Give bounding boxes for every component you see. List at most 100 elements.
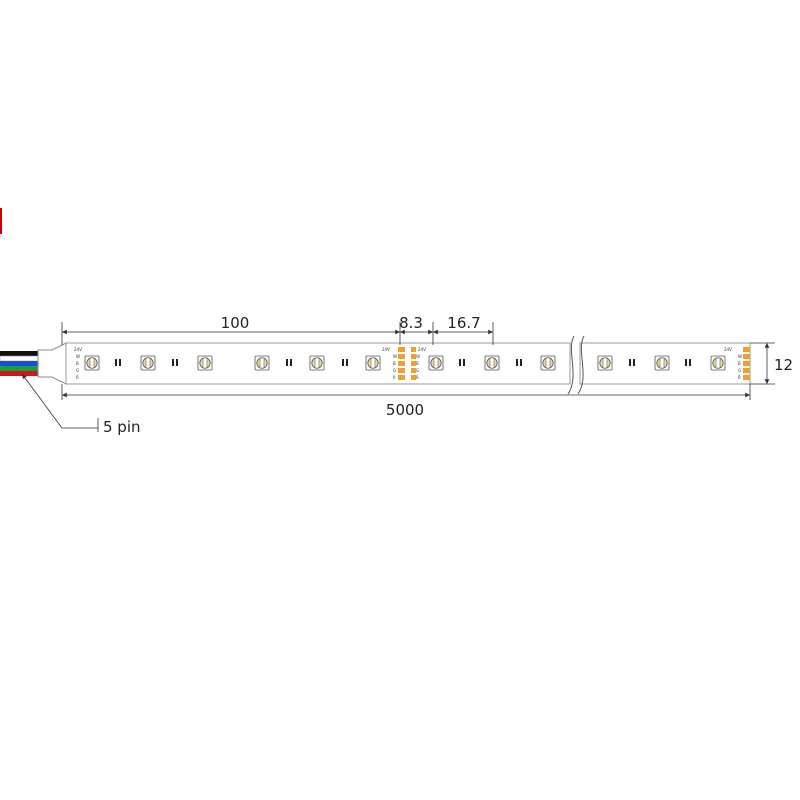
led-die (433, 357, 439, 369)
voltage-label-mid-right: 24V (418, 347, 426, 352)
channel-label: B (76, 361, 79, 366)
channel-label: B (738, 361, 741, 366)
led-chip (84, 355, 100, 371)
resistor (346, 359, 348, 366)
cut-pad (743, 375, 750, 380)
led-die (259, 357, 265, 369)
resistor (689, 359, 691, 366)
wire-1 (0, 355, 41, 362)
dimension-label-pad-gap: 8.3 (399, 314, 423, 332)
led-chip (597, 355, 613, 371)
wire-bundle (0, 351, 41, 376)
dimension-label-segment: 100 (221, 314, 250, 332)
resistor (629, 359, 631, 366)
led-chip (654, 355, 670, 371)
dimension-8-3: 8.3 (399, 314, 434, 345)
led-chip (710, 355, 726, 371)
channel-label: W (393, 354, 397, 359)
resistor (685, 359, 687, 366)
cut-pad (411, 375, 416, 380)
wire-4 (0, 371, 40, 376)
channel-label: W (76, 354, 80, 359)
resistor (516, 359, 518, 366)
break-mark-left (567, 335, 575, 395)
break-mark-right (577, 335, 585, 395)
voltage-label-end: 24V (724, 347, 732, 352)
strip-body (65, 335, 751, 395)
edge-marker (0, 208, 2, 234)
resistor (176, 359, 178, 366)
wire-3 (0, 366, 40, 371)
led-die (489, 357, 495, 369)
channel-label: B (416, 361, 419, 366)
cut-pad (411, 361, 416, 366)
led-chip (309, 355, 325, 371)
resistor (463, 359, 465, 366)
cut-pad (398, 368, 405, 373)
resistor (459, 359, 461, 366)
channel-label: R (738, 375, 741, 380)
dimension-5000: 5000 (61, 384, 751, 419)
voltage-label-start: 24V (74, 347, 82, 352)
cut-pad (398, 361, 405, 366)
channel-label: G (416, 368, 419, 373)
cut-pad (411, 368, 416, 373)
led-die (545, 357, 551, 369)
resistor (520, 359, 522, 366)
dimension-label-width: 12 (774, 356, 793, 374)
cut-pad (743, 361, 750, 366)
channel-label: R (393, 375, 396, 380)
dimension-12: 12 (750, 342, 793, 385)
led-die (659, 357, 665, 369)
resistor (115, 359, 117, 366)
led-die (370, 357, 376, 369)
cut-pad (398, 354, 405, 359)
cut-pad (398, 347, 405, 352)
cut-pad (743, 354, 750, 359)
dimension-100: 100 (61, 314, 401, 345)
channel-label: W (416, 354, 420, 359)
led-chip (484, 355, 500, 371)
led-chip (365, 355, 381, 371)
led-chip (428, 355, 444, 371)
cut-pad (743, 368, 750, 373)
led-die (715, 357, 721, 369)
callout-label: 5 pin (103, 418, 141, 436)
wire-callout: 5 pin (21, 373, 141, 436)
channel-label: B (393, 361, 396, 366)
led-group (84, 355, 726, 371)
resistor (119, 359, 121, 366)
end-cap (37, 342, 67, 385)
resistor (633, 359, 635, 366)
channel-label: R (416, 375, 419, 380)
led-die (602, 357, 608, 369)
resistor (290, 359, 292, 366)
resistor-group (115, 359, 691, 366)
cut-pad (743, 347, 750, 352)
wire-0 (0, 351, 40, 356)
resistor (342, 359, 344, 366)
cut-pads (398, 347, 750, 380)
led-die (314, 357, 320, 369)
led-chip (254, 355, 270, 371)
cut-pad (398, 375, 405, 380)
cut-pad (411, 347, 416, 352)
cut-pad (411, 354, 416, 359)
dimension-16-7: 16.7 (433, 314, 494, 345)
channel-label: R (76, 375, 79, 380)
channel-label: W (738, 354, 742, 359)
resistor (172, 359, 174, 366)
wire-2 (0, 361, 40, 366)
dimension-label-total: 5000 (386, 401, 424, 419)
led-die (202, 357, 208, 369)
voltage-label-mid-left: 24V (382, 347, 390, 352)
led-die (145, 357, 151, 369)
channel-label: G (393, 368, 396, 373)
led-chip (140, 355, 156, 371)
led-die (89, 357, 95, 369)
led-chip (540, 355, 556, 371)
led-chip (197, 355, 213, 371)
dimension-label-pitch: 16.7 (447, 314, 480, 332)
